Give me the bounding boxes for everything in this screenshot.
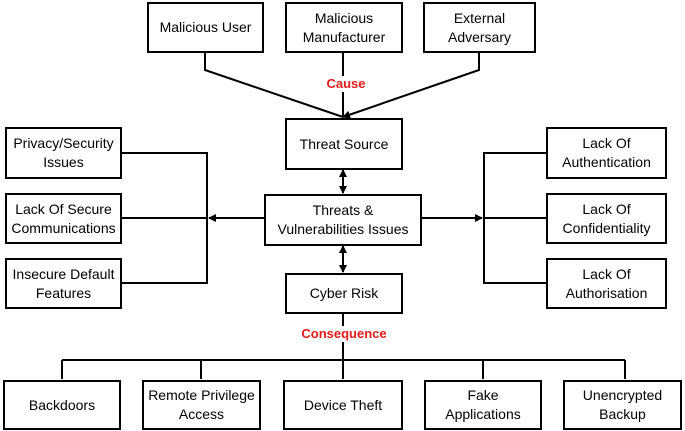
consequence-fake-applications: Fake Applications (424, 380, 542, 430)
threats-vulnerabilities-box: Threats & Vulnerabilities Issues (264, 194, 422, 246)
consequence-label: Consequence (295, 326, 393, 342)
threat-source-box: Threat Source (285, 118, 403, 170)
right-issue-authentication: Lack Of Authentication (546, 127, 667, 179)
left-issue-insecure-defaults: Insecure Default Features (5, 258, 122, 309)
cyber-risk-box: Cyber Risk (285, 273, 403, 314)
consequence-backdoors: Backdoors (3, 380, 121, 430)
cause-label: Cause (323, 76, 369, 92)
right-issue-authorisation: Lack Of Authorisation (546, 258, 667, 309)
consequence-remote-privilege-access: Remote Privilege Access (142, 380, 261, 430)
consequence-unencrypted-backup: Unencrypted Backup (563, 380, 682, 430)
left-issue-privacy-security: Privacy/Security Issues (5, 127, 122, 179)
source-malicious-manufacturer: Malicious Manufacturer (285, 2, 403, 53)
source-malicious-user: Malicious User (147, 2, 264, 53)
left-issue-secure-communications: Lack Of Secure Communications (5, 193, 122, 244)
consequence-device-theft: Device Theft (283, 380, 403, 430)
connector-malicious-user (204, 53, 344, 118)
connector-external-adversary (342, 53, 480, 119)
right-issue-confidentiality: Lack Of Confidentiality (546, 193, 667, 244)
source-external-adversary: External Adversary (423, 2, 536, 53)
